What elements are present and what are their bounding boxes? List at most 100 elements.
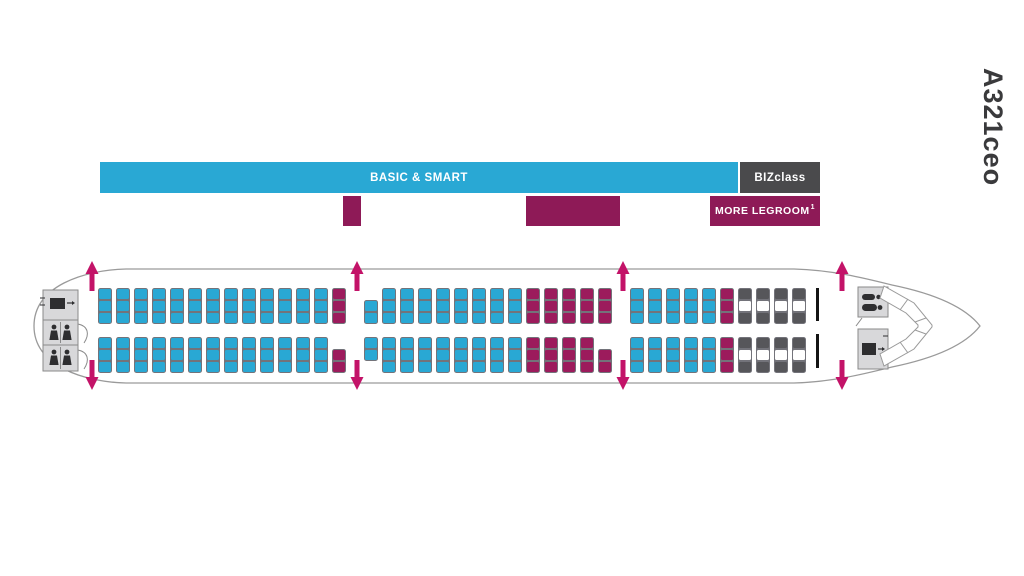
seat (315, 301, 327, 311)
seat (243, 301, 255, 311)
seat (703, 289, 715, 299)
seat (333, 289, 345, 299)
seat (243, 313, 255, 323)
seat (99, 289, 111, 299)
seat-columns (98, 288, 806, 373)
seat (279, 338, 291, 348)
seat-column-economy (490, 337, 504, 373)
seat (383, 338, 395, 348)
seat (581, 313, 593, 323)
seat (649, 301, 661, 311)
seat-column-bizclass (756, 288, 770, 324)
seat (793, 313, 805, 323)
seat (649, 338, 661, 348)
seat-column-more-legroom (720, 337, 734, 373)
seat-column-economy (296, 337, 310, 373)
seat (153, 301, 165, 311)
seat-column-economy (702, 337, 716, 373)
seat (563, 313, 575, 323)
seat (401, 362, 413, 372)
seat (757, 313, 769, 323)
seat-column-more-legroom (526, 337, 540, 373)
seat (649, 289, 661, 299)
seat-column-economy (472, 288, 486, 324)
seat-column-economy (702, 288, 716, 324)
seat (437, 301, 449, 311)
seat (225, 313, 237, 323)
seat-column-economy (382, 337, 396, 373)
seat-column-more-legroom (598, 288, 612, 324)
seat (153, 289, 165, 299)
seat (279, 301, 291, 311)
seat (775, 350, 787, 360)
seat (279, 350, 291, 360)
seat (135, 289, 147, 299)
seat (631, 362, 643, 372)
exit-arrow-up-icon (85, 261, 99, 291)
seat (315, 338, 327, 348)
seat (189, 301, 201, 311)
seat-column-economy (684, 288, 698, 324)
seat (135, 313, 147, 323)
seat (261, 350, 273, 360)
seat (473, 301, 485, 311)
seat-column-economy (134, 337, 148, 373)
seat (509, 362, 521, 372)
seat (279, 362, 291, 372)
seat (437, 350, 449, 360)
seat-column-economy (206, 288, 220, 324)
seat (225, 289, 237, 299)
seat-column-economy (152, 288, 166, 324)
seat (581, 301, 593, 311)
seat (545, 362, 557, 372)
seat (757, 362, 769, 372)
seat (545, 301, 557, 311)
seat (333, 362, 345, 372)
seat (721, 350, 733, 360)
seat (739, 313, 751, 323)
seat (649, 350, 661, 360)
seat (315, 350, 327, 360)
seat-column-bizclass (774, 337, 788, 373)
seat (491, 350, 503, 360)
seat (739, 289, 751, 299)
seat (473, 350, 485, 360)
seat-column-economy (224, 337, 238, 373)
door-arc (855, 317, 863, 327)
seat (153, 350, 165, 360)
seat (383, 313, 395, 323)
seat (793, 350, 805, 360)
seat (243, 289, 255, 299)
seat (437, 338, 449, 348)
exit-arrow-down-icon (835, 360, 849, 390)
seat (509, 289, 521, 299)
seat (117, 301, 129, 311)
seat (491, 313, 503, 323)
seat (117, 313, 129, 323)
seat-column-economy (170, 288, 184, 324)
seat (631, 301, 643, 311)
seat (509, 350, 521, 360)
seat (135, 301, 147, 311)
seat (117, 362, 129, 372)
seat (685, 289, 697, 299)
seat (527, 289, 539, 299)
exit-arrow-down-icon (616, 360, 630, 390)
seat (703, 362, 715, 372)
seat-column-economy (314, 288, 328, 324)
seat-column-more-legroom (544, 337, 558, 373)
seat (99, 313, 111, 323)
seat-column-economy (260, 288, 274, 324)
seat-column-more-legroom (332, 288, 346, 324)
exit-arrow-up-icon (350, 261, 364, 291)
seat-column-economy (630, 337, 644, 373)
seat (563, 289, 575, 299)
seat (667, 313, 679, 323)
seat-column-economy (242, 288, 256, 324)
seat (455, 338, 467, 348)
seat (455, 289, 467, 299)
seat (793, 362, 805, 372)
seat-column-economy (224, 288, 238, 324)
seat (455, 362, 467, 372)
seat (775, 289, 787, 299)
